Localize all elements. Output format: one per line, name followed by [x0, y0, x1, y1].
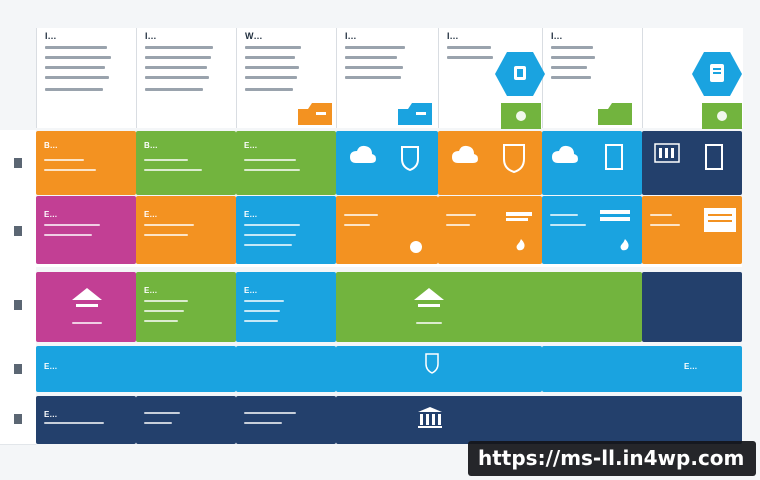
shield-icon: [495, 52, 545, 96]
tile-r5-c2: [136, 396, 236, 444]
tile-r3-c7: [642, 272, 742, 342]
side-cell-5: [0, 394, 36, 445]
flame-icon: [618, 238, 632, 252]
ship-icon: [504, 208, 534, 224]
tile-r1-c7: [642, 131, 742, 195]
tile-r1-c5: [438, 131, 542, 195]
ship-icon: [598, 208, 632, 224]
tile-r1-c3: E…: [236, 131, 336, 195]
tile-r1-c1: B…: [36, 131, 136, 195]
flame-icon: [514, 238, 528, 252]
tile-r3-c2: E…: [136, 272, 236, 342]
tile-r5-c3: [236, 396, 336, 444]
tile-r4-c4-5: [336, 346, 542, 392]
ship-icon: [70, 286, 104, 312]
shield-icon: [400, 145, 420, 172]
shield-icon: [502, 143, 526, 174]
side-cell-4: [0, 344, 36, 395]
tile-r1-c4: [336, 131, 438, 195]
separator-1: [36, 264, 742, 267]
building-icon: [702, 206, 738, 234]
watermark-url: https://ms-ll.in4wp.com: [478, 446, 745, 470]
tile-r2-c6: [542, 196, 642, 264]
tile-r2-c7: [642, 196, 742, 264]
clipboard-icon: [604, 143, 624, 171]
tile-r5-c4-7: [336, 396, 742, 444]
shield-icon: [424, 352, 440, 374]
tile-r3-c4-6: [336, 272, 642, 342]
tile-r3-c3: E…: [236, 272, 336, 342]
header-col-1: I…: [36, 28, 137, 128]
building-icon: [654, 143, 680, 163]
header-col-3-title: W…: [245, 31, 263, 41]
tag-icon-orange: [298, 103, 332, 125]
tile-r2-c2: E…: [136, 196, 236, 264]
url-watermark: https://ms-ll.in4wp.com: [468, 441, 756, 476]
tile-r4-c3: [236, 346, 336, 392]
tile-r2-c5: [438, 196, 542, 264]
side-cell-1: [0, 130, 36, 197]
header-col-3: W…: [236, 28, 337, 128]
header-col-1-title: I…: [45, 31, 57, 41]
tile-r2-c3: E…: [236, 196, 336, 264]
flame-icon: [408, 238, 424, 254]
clipboard-icon: [704, 143, 724, 171]
clipboard-icon: [692, 52, 742, 96]
tile-r4-c6-7: E…: [542, 346, 742, 392]
tag-icon-blue: [398, 103, 432, 125]
tile-r2-c1: E…: [36, 196, 136, 264]
tag-icon-green: [501, 103, 541, 129]
side-cell-2: [0, 196, 36, 267]
tag-icon-green-2: [598, 103, 632, 125]
tile-r4-c1-2: E…: [36, 346, 236, 392]
tile-r1-c6: [542, 131, 642, 195]
side-cell-3: [0, 266, 36, 345]
cloud-icon: [350, 145, 376, 165]
header-col-6-title: I…: [551, 31, 563, 41]
ship-icon: [412, 286, 446, 312]
tile-r2-c4: [336, 196, 438, 264]
building-icon: [416, 406, 444, 430]
cloud-icon: [452, 145, 478, 165]
tile-r5-c1: E…: [36, 396, 136, 444]
tag-icon-green-3: [702, 103, 742, 129]
header-col-4-title: I…: [345, 31, 357, 41]
header-col-5-title: I…: [447, 31, 459, 41]
tile-r1-c2: B…: [136, 131, 236, 195]
header-col-2: I…: [136, 28, 237, 128]
tile-r3-c1: [36, 272, 136, 342]
header-col-2-title: I…: [145, 31, 157, 41]
cloud-icon: [552, 145, 578, 165]
